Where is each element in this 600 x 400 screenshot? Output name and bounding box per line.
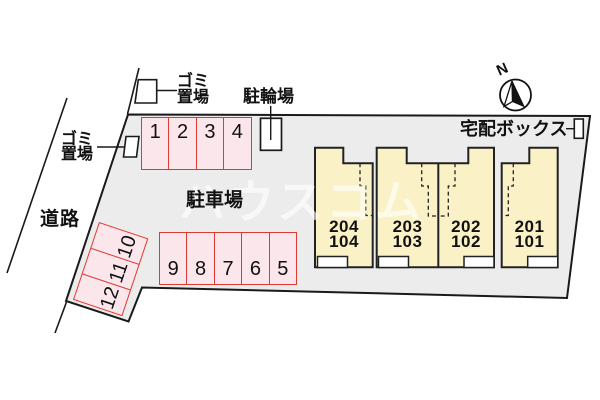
unit-label-204-104: 204 104 <box>309 217 379 251</box>
garbage-box-top <box>134 78 158 104</box>
parking-stall-7: 7 <box>213 233 241 284</box>
road-label: 道路 <box>40 209 81 230</box>
stall-number: 9 <box>167 258 179 280</box>
stall-number: 2 <box>177 121 189 143</box>
parking-row-top: 1 2 3 4 <box>141 117 252 170</box>
unit-lower: 102 <box>451 231 481 251</box>
stall-number: 8 <box>195 258 207 280</box>
unit-label-201-101: 201 101 <box>495 217 565 251</box>
garbage-label-line2: 置場 <box>61 146 94 163</box>
stall-number: 3 <box>204 121 216 143</box>
parking-stall-6: 6 <box>241 233 268 284</box>
boundary-extension-bottom <box>54 301 68 334</box>
delivery-box <box>573 118 585 140</box>
bicycle-label: 駐輪場 <box>243 87 294 106</box>
stall-number: 12 <box>96 282 124 311</box>
unit-lower: 103 <box>392 231 423 251</box>
unit-upper: 202 <box>451 217 481 236</box>
unit-upper: 204 <box>329 217 359 236</box>
porch-202 <box>463 255 495 269</box>
delivery-box-label: 宅配ボックス <box>460 119 568 139</box>
stall-number: 11 <box>105 258 134 285</box>
stair-dashed-203 <box>421 163 439 217</box>
garbage-label-top: ゴミ 置場 <box>177 74 209 106</box>
parking-row-middle: 9 8 7 6 5 <box>159 232 297 285</box>
parking-stall-1: 1 <box>142 118 168 169</box>
unit-label-203-103: 203 103 <box>373 217 443 251</box>
compass-circle <box>499 78 532 112</box>
parking-stall-3: 3 <box>195 118 223 169</box>
boundary-extension-top <box>126 67 140 115</box>
stall-number: 5 <box>277 258 289 280</box>
parking-stall-4: 4 <box>223 118 250 169</box>
stall-number: 6 <box>249 258 261 280</box>
building-201 <box>500 146 559 269</box>
porch-203 <box>377 255 410 269</box>
garbage-label-line2: 置場 <box>177 89 210 106</box>
building-204 <box>314 146 374 269</box>
stair-dashed-202 <box>438 163 456 217</box>
unit-upper: 203 <box>392 217 423 236</box>
garbage-box-left <box>122 135 140 158</box>
building-203-202 <box>375 146 495 269</box>
parking-stall-5: 5 <box>268 233 296 284</box>
stair-dashed-201 <box>501 163 514 217</box>
watermark: ハウスコム <box>179 176 424 228</box>
garbage-label-left: ゴミ 置場 <box>61 131 94 163</box>
road-line <box>6 97 68 274</box>
garbage-label-line1: ゴミ <box>177 73 210 90</box>
porch-201 <box>526 255 559 269</box>
stall-number: 4 <box>231 121 243 143</box>
parking-lot-label: 駐車場 <box>186 190 244 211</box>
unit-lower: 104 <box>329 231 359 251</box>
porch-204 <box>316 255 349 269</box>
unit-label-202-102: 202 102 <box>431 217 501 251</box>
garbage-label-line1: ゴミ <box>61 131 94 148</box>
compass-needle-white <box>502 80 514 108</box>
parking-stall-8: 8 <box>186 233 213 284</box>
unit-upper: 201 <box>514 217 545 236</box>
unit-lower: 101 <box>514 231 545 251</box>
compass-needle-black <box>511 80 526 108</box>
stair-dashed-204 <box>359 163 373 217</box>
parking-stall-2: 2 <box>168 118 195 169</box>
parking-stall-9: 9 <box>160 233 186 284</box>
stall-number: 7 <box>222 258 234 280</box>
stall-number: 1 <box>149 121 161 143</box>
